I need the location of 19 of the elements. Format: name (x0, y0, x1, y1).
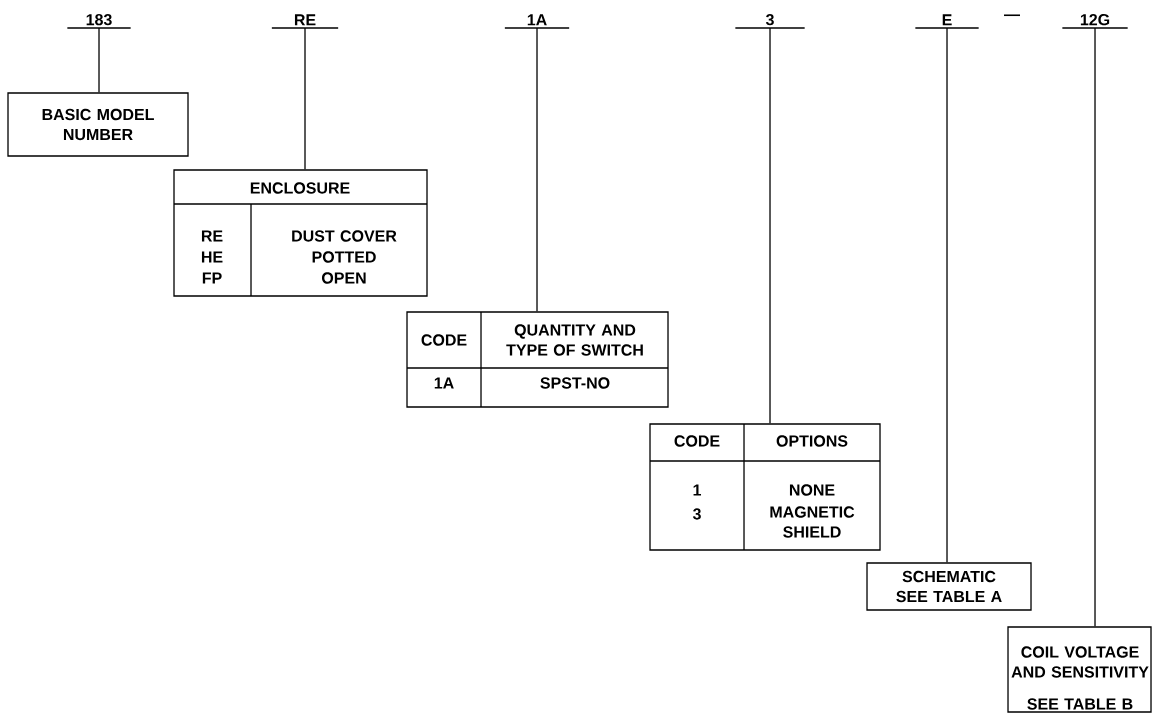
connector-line (536, 27, 538, 312)
label-box: BASIC MODEL NUMBER (7, 92, 189, 157)
label-box: COIL VOLTAGE AND SENSITIVITY SEE TABLE B (1007, 626, 1152, 713)
connector-line (1094, 27, 1096, 627)
table: CODE OPTIONS 1 3 NONE MAGNETIC SHIELD (649, 423, 881, 551)
table: ENCLOSURE RE HE FP DUST COVER POTTED OPEN (173, 169, 428, 297)
code-label: 183 (66, 14, 132, 29)
code-label: 1A (504, 14, 570, 29)
connector-line (769, 27, 771, 424)
connector-line (98, 27, 100, 93)
connector-line (304, 27, 306, 170)
code-label: E (914, 14, 980, 29)
table: CODE QUANTITY AND TYPE OF SWITCH 1A SPST-NO (406, 311, 669, 408)
connector-line (946, 27, 948, 563)
code-label: 12G (1061, 14, 1129, 29)
separator-dash: — (1004, 14, 1020, 17)
code-label: RE (271, 14, 339, 29)
label-box: SCHEMATIC SEE TABLE A (866, 562, 1032, 611)
code-label: 3 (734, 14, 806, 29)
